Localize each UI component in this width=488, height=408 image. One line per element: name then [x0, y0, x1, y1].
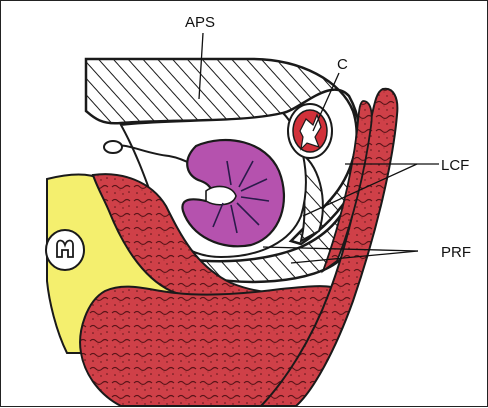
label-lcf: LCF — [441, 157, 469, 174]
renal-pyramids — [212, 160, 270, 234]
colon — [287, 103, 333, 159]
label-c: C — [337, 56, 348, 73]
spinal-canal-icon — [56, 239, 74, 258]
label-prf: PRF — [441, 244, 471, 261]
abdominal-wall-inner — [321, 100, 373, 274]
vessel-end — [103, 140, 123, 154]
label-aps: APS — [185, 14, 215, 31]
leader-lines — [198, 32, 439, 264]
renal-pelvis — [205, 185, 237, 206]
